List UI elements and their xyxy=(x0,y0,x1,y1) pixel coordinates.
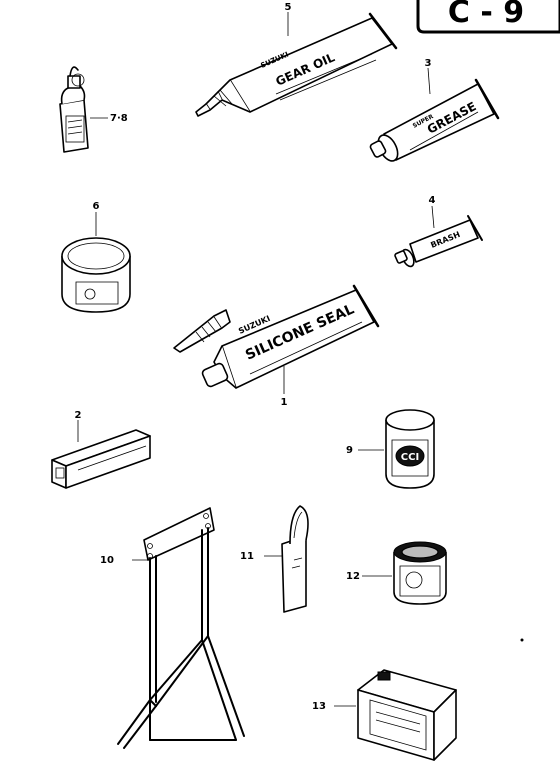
callout-5: 5 xyxy=(285,2,292,13)
part-9-can: CCI xyxy=(358,409,435,489)
part-7-8-oil-bottle xyxy=(59,66,108,153)
ccl-label: CCI xyxy=(401,452,419,463)
stray-dot xyxy=(520,638,524,642)
part-13-oil-can xyxy=(334,669,457,761)
part-1-silicone-tube: SUZUKI SILICONE SEAL xyxy=(201,284,380,394)
callout-6: 6 xyxy=(93,201,100,212)
page-code: C - 9 xyxy=(448,0,524,30)
callout-13: 13 xyxy=(312,701,326,712)
callout-10: 10 xyxy=(100,555,114,566)
part-1-nozzle xyxy=(173,309,231,353)
part-3-grease-tube: SUPER GREASE xyxy=(369,67,500,162)
callout-3: 3 xyxy=(425,58,432,69)
callout-12: 12 xyxy=(346,571,360,582)
part-2-block xyxy=(51,420,151,489)
page-code-box: C - 9 xyxy=(416,0,560,34)
part-10-stand xyxy=(117,507,245,749)
part-12-paint-can xyxy=(362,541,447,605)
part-11-gauge xyxy=(264,505,309,613)
callout-7-8: 7·8 xyxy=(110,113,128,124)
part-6-tin-can xyxy=(61,212,131,313)
callout-1: 1 xyxy=(281,397,288,408)
callout-4: 4 xyxy=(429,195,436,206)
part-4-brash-tube: BRASH xyxy=(394,205,483,268)
part-5-gear-oil-tube: SUZUKI GEAR OIL xyxy=(195,12,398,117)
callout-11: 11 xyxy=(240,551,254,562)
callout-2: 2 xyxy=(75,410,82,421)
callout-9: 9 xyxy=(346,445,353,456)
